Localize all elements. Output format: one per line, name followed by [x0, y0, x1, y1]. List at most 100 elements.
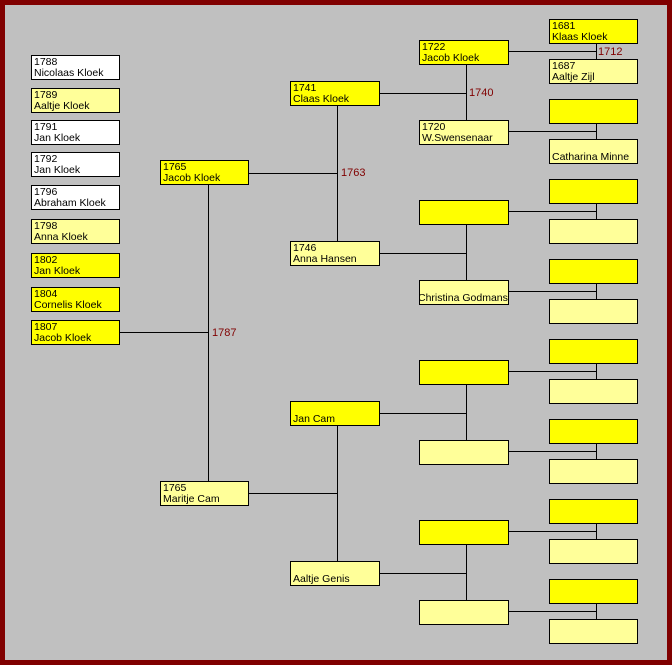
birth-year: 1681 — [552, 20, 576, 32]
person-box-gg-grandparent[interactable] — [549, 499, 638, 524]
person-box-grandmother-maternal[interactable]: Aaltje Genis — [290, 561, 380, 586]
birth-year: 1798 — [34, 220, 58, 232]
birth-year: 1792 — [34, 153, 58, 165]
birth-year: 1722 — [422, 41, 446, 53]
birth-year — [552, 341, 635, 352]
person-box-gg-grandparent[interactable] — [549, 259, 638, 284]
person-name: Jan Kloek — [34, 132, 81, 144]
birth-year: 1687 — [552, 60, 576, 72]
person-name: Aaltje Kloek — [34, 100, 90, 112]
person-name: Cornelis Kloek — [34, 299, 102, 311]
person-name: Claas Kloek — [293, 93, 350, 105]
birth-year — [552, 221, 635, 232]
person-name: Aaltje Genis — [293, 573, 350, 585]
person-name: Klaas Kloek — [552, 31, 608, 43]
birth-year — [552, 581, 635, 592]
birth-year — [422, 362, 506, 373]
person-box-gg-grandparent[interactable] — [549, 379, 638, 404]
birth-year: 1765 — [163, 482, 187, 494]
person-name: Nicolaas Kloek — [34, 67, 104, 79]
person-name: Abraham Kloek — [34, 197, 106, 209]
birth-year — [552, 461, 635, 472]
marriage-year-paternal-grandparents: 1763 — [341, 167, 366, 179]
person-name: Jacob Kloek — [163, 172, 221, 184]
person-name: Anna Hansen — [293, 253, 357, 265]
person-box-great-grandparent[interactable] — [419, 200, 509, 225]
person-name: Jan Cam — [293, 413, 336, 425]
person-name: Maritje Cam — [163, 493, 220, 505]
person-name: Jan Kloek — [34, 265, 81, 277]
person-name: Jacob Kloek — [422, 52, 480, 64]
person-box-gg-grandparent[interactable] — [549, 619, 638, 644]
birth-year — [422, 202, 506, 213]
person-box-gg-grandparent[interactable] — [549, 579, 638, 604]
person-name: Christina Godmanse — [419, 292, 509, 304]
birth-year — [552, 101, 635, 112]
birth-year: 1796 — [34, 186, 58, 198]
birth-year: 1804 — [34, 288, 58, 300]
birth-year — [422, 602, 506, 613]
birth-year — [422, 522, 506, 533]
person-name: Jan Kloek — [34, 164, 81, 176]
birth-year — [422, 442, 506, 453]
marriage-year-gg-grandparents: 1712 — [598, 46, 623, 58]
person-box-gg-grandparent[interactable] — [549, 339, 638, 364]
person-box-gg-grandparent[interactable] — [549, 99, 638, 124]
person-box-gg-grandparent[interactable] — [549, 179, 638, 204]
birth-year — [552, 181, 635, 192]
birth-year — [552, 421, 635, 432]
person-box-great-grandparent[interactable] — [419, 440, 509, 465]
person-box-great-grandparent[interactable] — [419, 360, 509, 385]
person-box-gg-grandparent[interactable] — [549, 419, 638, 444]
marriage-year-parents: 1787 — [212, 327, 237, 339]
person-name: W.Swensenaar — [422, 132, 493, 144]
birth-year — [552, 501, 635, 512]
birth-year: 1720 — [422, 121, 446, 133]
birth-year — [552, 381, 635, 392]
marriage-year-paternal-great-grandparents: 1740 — [469, 87, 494, 99]
person-box-great-grandparent[interactable]: Christina Godmanse — [419, 280, 509, 305]
person-name: Jacob Kloek — [34, 332, 92, 344]
person-name: Anna Kloek — [34, 231, 88, 243]
birth-year: 1746 — [293, 242, 317, 254]
birth-year — [552, 541, 635, 552]
person-box-gg-grandparent[interactable] — [549, 459, 638, 484]
person-box-gg-grandparent[interactable] — [549, 539, 638, 564]
birth-year: 1788 — [34, 56, 58, 68]
person-box-great-grandparent[interactable] — [419, 600, 509, 625]
birth-year: 1789 — [34, 89, 58, 101]
person-name: Catharina Minne — [552, 151, 630, 163]
person-box-gg-grandparent[interactable] — [549, 299, 638, 324]
birth-year — [552, 301, 635, 312]
birth-year: 1765 — [163, 161, 187, 173]
person-name: Aaltje Zijl — [552, 71, 595, 83]
person-box-gg-grandparent[interactable] — [549, 219, 638, 244]
birth-year: 1791 — [34, 121, 58, 133]
birth-year — [552, 621, 635, 632]
birth-year: 1802 — [34, 254, 58, 266]
birth-year: 1807 — [34, 321, 58, 333]
birth-year: 1741 — [293, 82, 317, 94]
person-box-great-grandparent[interactable] — [419, 520, 509, 545]
birth-year — [552, 261, 635, 272]
person-box-grandfather-maternal[interactable]: Jan Cam — [290, 401, 380, 426]
person-box-gg-grandparent[interactable]: Catharina Minne — [549, 139, 638, 164]
